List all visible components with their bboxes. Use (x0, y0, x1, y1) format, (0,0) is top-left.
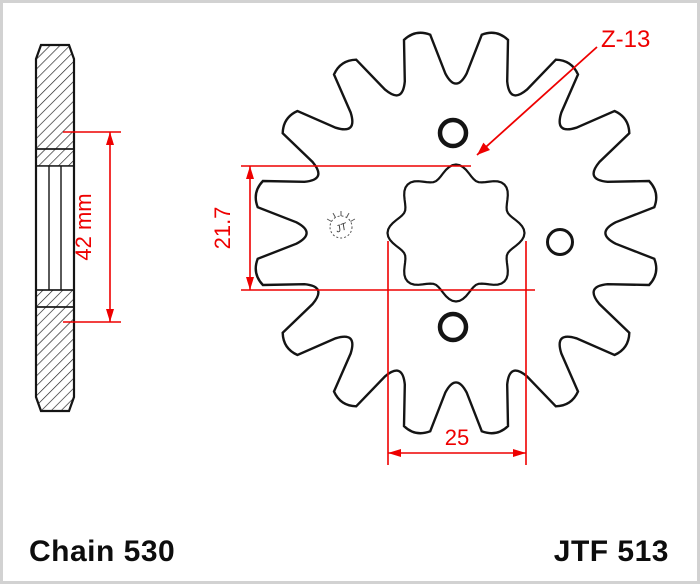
dim-217-label: 21.7 (210, 207, 235, 250)
chain-size-label: Chain 530 (29, 535, 176, 568)
callout-label: Z-13 (601, 26, 650, 53)
bolt-hole-top (437, 117, 469, 149)
callout-leader (476, 46, 598, 156)
dimension-21-7: 21.7 (210, 165, 535, 291)
bolt-hole-bottom (437, 311, 469, 343)
dimension-42mm: 42 mm (63, 131, 121, 323)
side-view-outline (34, 43, 76, 413)
jt-stamp-ray (326, 218, 332, 222)
dim-25-arrow-right (513, 449, 526, 457)
jt-stamp-ring (329, 215, 353, 239)
dim-217-arrow-up (246, 166, 254, 179)
callout-arrowhead (477, 142, 490, 155)
dimension-25: 25 (387, 241, 527, 465)
jt-stamp-ray (350, 218, 356, 222)
hole-right (546, 228, 574, 256)
dim-42-label: 42 mm (71, 193, 96, 260)
side-section-view (34, 43, 76, 413)
dim-42-arrow-down (106, 309, 114, 322)
jt-stamp-ray (332, 212, 336, 218)
teeth-count-callout: Z-13 (476, 26, 650, 156)
side-view-hatch-top (35, 44, 75, 150)
side-view-spline-band-bottom (35, 289, 75, 308)
jt-stamp-ray (346, 212, 350, 218)
front-view: JT (254, 31, 658, 435)
dim-25-label: 25 (445, 425, 469, 450)
dim-25-arrow-left (388, 449, 401, 457)
dim-42-arrow-up (106, 132, 114, 145)
side-view-spline-band-top (35, 148, 75, 167)
spline-bore-outline (386, 163, 526, 303)
side-view-bore (35, 165, 75, 291)
jt-logo-stamp: JT (326, 211, 356, 239)
jt-stamp-text: JT (333, 221, 349, 236)
sprocket-drawing: 42 mm JT (34, 26, 658, 465)
dim-217-arrow-down (246, 277, 254, 290)
model-number-label: JTF 513 (553, 535, 669, 568)
